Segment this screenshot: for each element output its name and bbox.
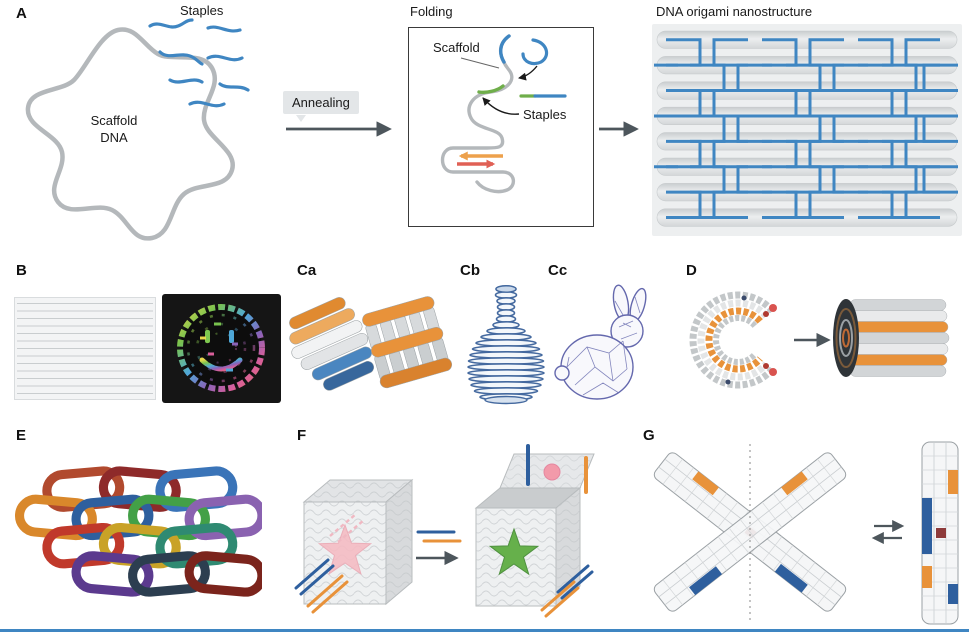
smiley-mouth (199, 357, 243, 372)
origami-box-lock-and-key (294, 444, 595, 618)
binding-arrow-1 (518, 65, 538, 81)
folding-scaffold-strand (440, 34, 515, 194)
smiley-face-outline (177, 304, 265, 392)
staple-strand-squiggles (148, 18, 250, 108)
panel-b-label: B (16, 262, 27, 279)
origami-sheet-rendering (14, 297, 156, 400)
closed-barrel (836, 299, 950, 377)
folding-to-structure-arrow (599, 121, 639, 137)
key-strands-and-arrow (416, 530, 462, 566)
panel-g-label: G (643, 427, 655, 444)
bunny-mesh-lines (566, 296, 641, 396)
wireframe-bunny-structure (554, 284, 647, 400)
smiley-left-eye (205, 330, 210, 343)
crossed-cylinder-block (362, 296, 452, 389)
inactive-pink-star (317, 523, 373, 575)
scaffold-green-segment (477, 84, 505, 94)
scaffold-caption-line2: DNA (100, 130, 128, 145)
origami-staple-pattern (654, 38, 960, 220)
scissor-arm-2 (653, 452, 847, 612)
vase-opening (495, 285, 517, 293)
lock-blue-strands (294, 558, 335, 596)
binding-arrow-2 (482, 97, 520, 115)
staple-blue-hook (521, 38, 549, 66)
cargo-sphere (543, 463, 561, 481)
interlocked-chain-structure (14, 450, 262, 614)
panel-e-label: E (16, 427, 27, 444)
chainmail-links (18, 470, 262, 594)
cylinder-bundle-structures (289, 296, 452, 391)
open-c-barrel (689, 291, 777, 389)
active-green-star (488, 527, 540, 576)
annealing-arrow (286, 121, 392, 137)
released-orange-strands (540, 580, 580, 618)
origami-vase-structure (467, 285, 545, 405)
equilibrium-arrows (871, 519, 905, 545)
released-blue-strands (556, 564, 594, 600)
sheet-helix-lines (17, 303, 153, 394)
bunny-silhouette (554, 284, 647, 400)
closed-origami-box (294, 478, 414, 614)
panel-cc-label: Cc (548, 262, 568, 279)
folding-staples-label: Staples (523, 107, 567, 122)
dna-origami-nanostructure (652, 24, 962, 236)
panel-d-label: D (686, 262, 697, 279)
panel-f-label: F (297, 427, 307, 444)
barrel-end-cap (833, 299, 859, 377)
afm-smiley-image (162, 294, 281, 403)
scaffold-pointer-line (460, 57, 500, 69)
vase-base (484, 395, 528, 405)
folding-scaffold-label: Scaffold (433, 40, 480, 55)
closed-scissor-bundle (921, 441, 959, 625)
open-origami-box (474, 444, 595, 618)
bottom-rule (0, 629, 969, 632)
barrel-open-close-structures (689, 291, 950, 389)
lock-orange-strands (306, 574, 349, 614)
staples-pool-label: Staples (180, 3, 224, 18)
panel-cb-label: Cb (460, 262, 480, 279)
scaffold-dna-loop (25, 27, 235, 241)
latch-dashed-strands (329, 513, 365, 543)
reconfigurable-scissor-structure (653, 441, 959, 625)
annealing-label-tail (296, 115, 306, 122)
scaffold-and-staples-illustration (25, 18, 250, 241)
folding-illustration (440, 34, 567, 194)
scaffold-dna-caption: Scaffold DNA (58, 112, 170, 146)
smiley-right-eye (229, 330, 234, 343)
panel-ca-label: Ca (297, 262, 317, 279)
folding-box: Scaffold Staples (408, 27, 594, 227)
origami-background (652, 24, 962, 236)
scaffold-caption-line1: Scaffold (90, 113, 138, 128)
folding-label: Folding (410, 4, 453, 19)
slanted-cylinder-bundle (289, 297, 375, 391)
panel-a-label: A (16, 5, 27, 22)
vase-coil-rings (467, 285, 545, 402)
scaffold-blue-segment (499, 34, 511, 64)
annealing-step-label: Annealing (283, 91, 359, 114)
nanostructure-label: DNA origami nanostructure (656, 4, 813, 19)
